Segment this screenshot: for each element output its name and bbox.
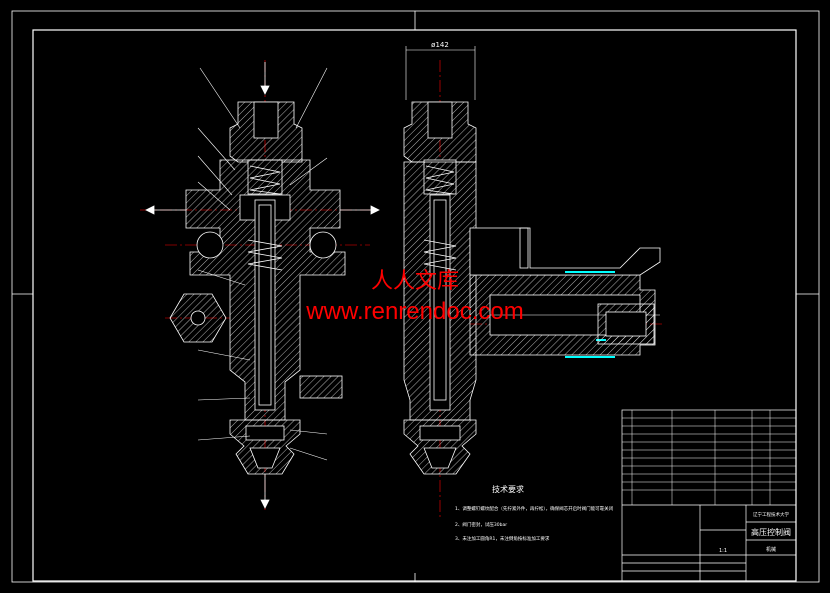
title-block-sheet: 机械 xyxy=(766,546,776,553)
technical-notes: 技术要求 1、调整螺钉螺纹配合（先拧紧外件，再拧松），确保阀芯开启时阀门能可靠关… xyxy=(455,484,614,542)
right-section-view xyxy=(403,46,665,520)
tech-note-line-3: 3、未注加工圆角R1，未注倒角按标准加工要求 xyxy=(455,535,550,542)
tech-note-line-1: 1、调整螺钉螺纹配合（先拧紧外件，再拧松），确保阀芯开启时阀门能可靠关闭 xyxy=(455,505,614,512)
tech-notes-title: 技术要求 xyxy=(492,484,524,494)
title-block-school: 辽宁工程技术大学 xyxy=(753,511,789,518)
watermark-cn: 人人文库 xyxy=(371,268,459,293)
top-width-dimension: ø142 xyxy=(431,41,449,49)
title-block-drawing-name: 高压控制阀 xyxy=(751,527,791,537)
tech-note-line-2: 2、阀门密封，试压30bar xyxy=(455,521,507,528)
watermark-url: www.renrendoc.com xyxy=(305,298,523,325)
left-section-view xyxy=(140,60,380,510)
watermark: 人人文库 www.renrendoc.com xyxy=(305,268,523,325)
title-block xyxy=(621,409,797,582)
drawing-frame xyxy=(11,10,820,583)
title-block-scale: 1:1 xyxy=(719,548,727,554)
